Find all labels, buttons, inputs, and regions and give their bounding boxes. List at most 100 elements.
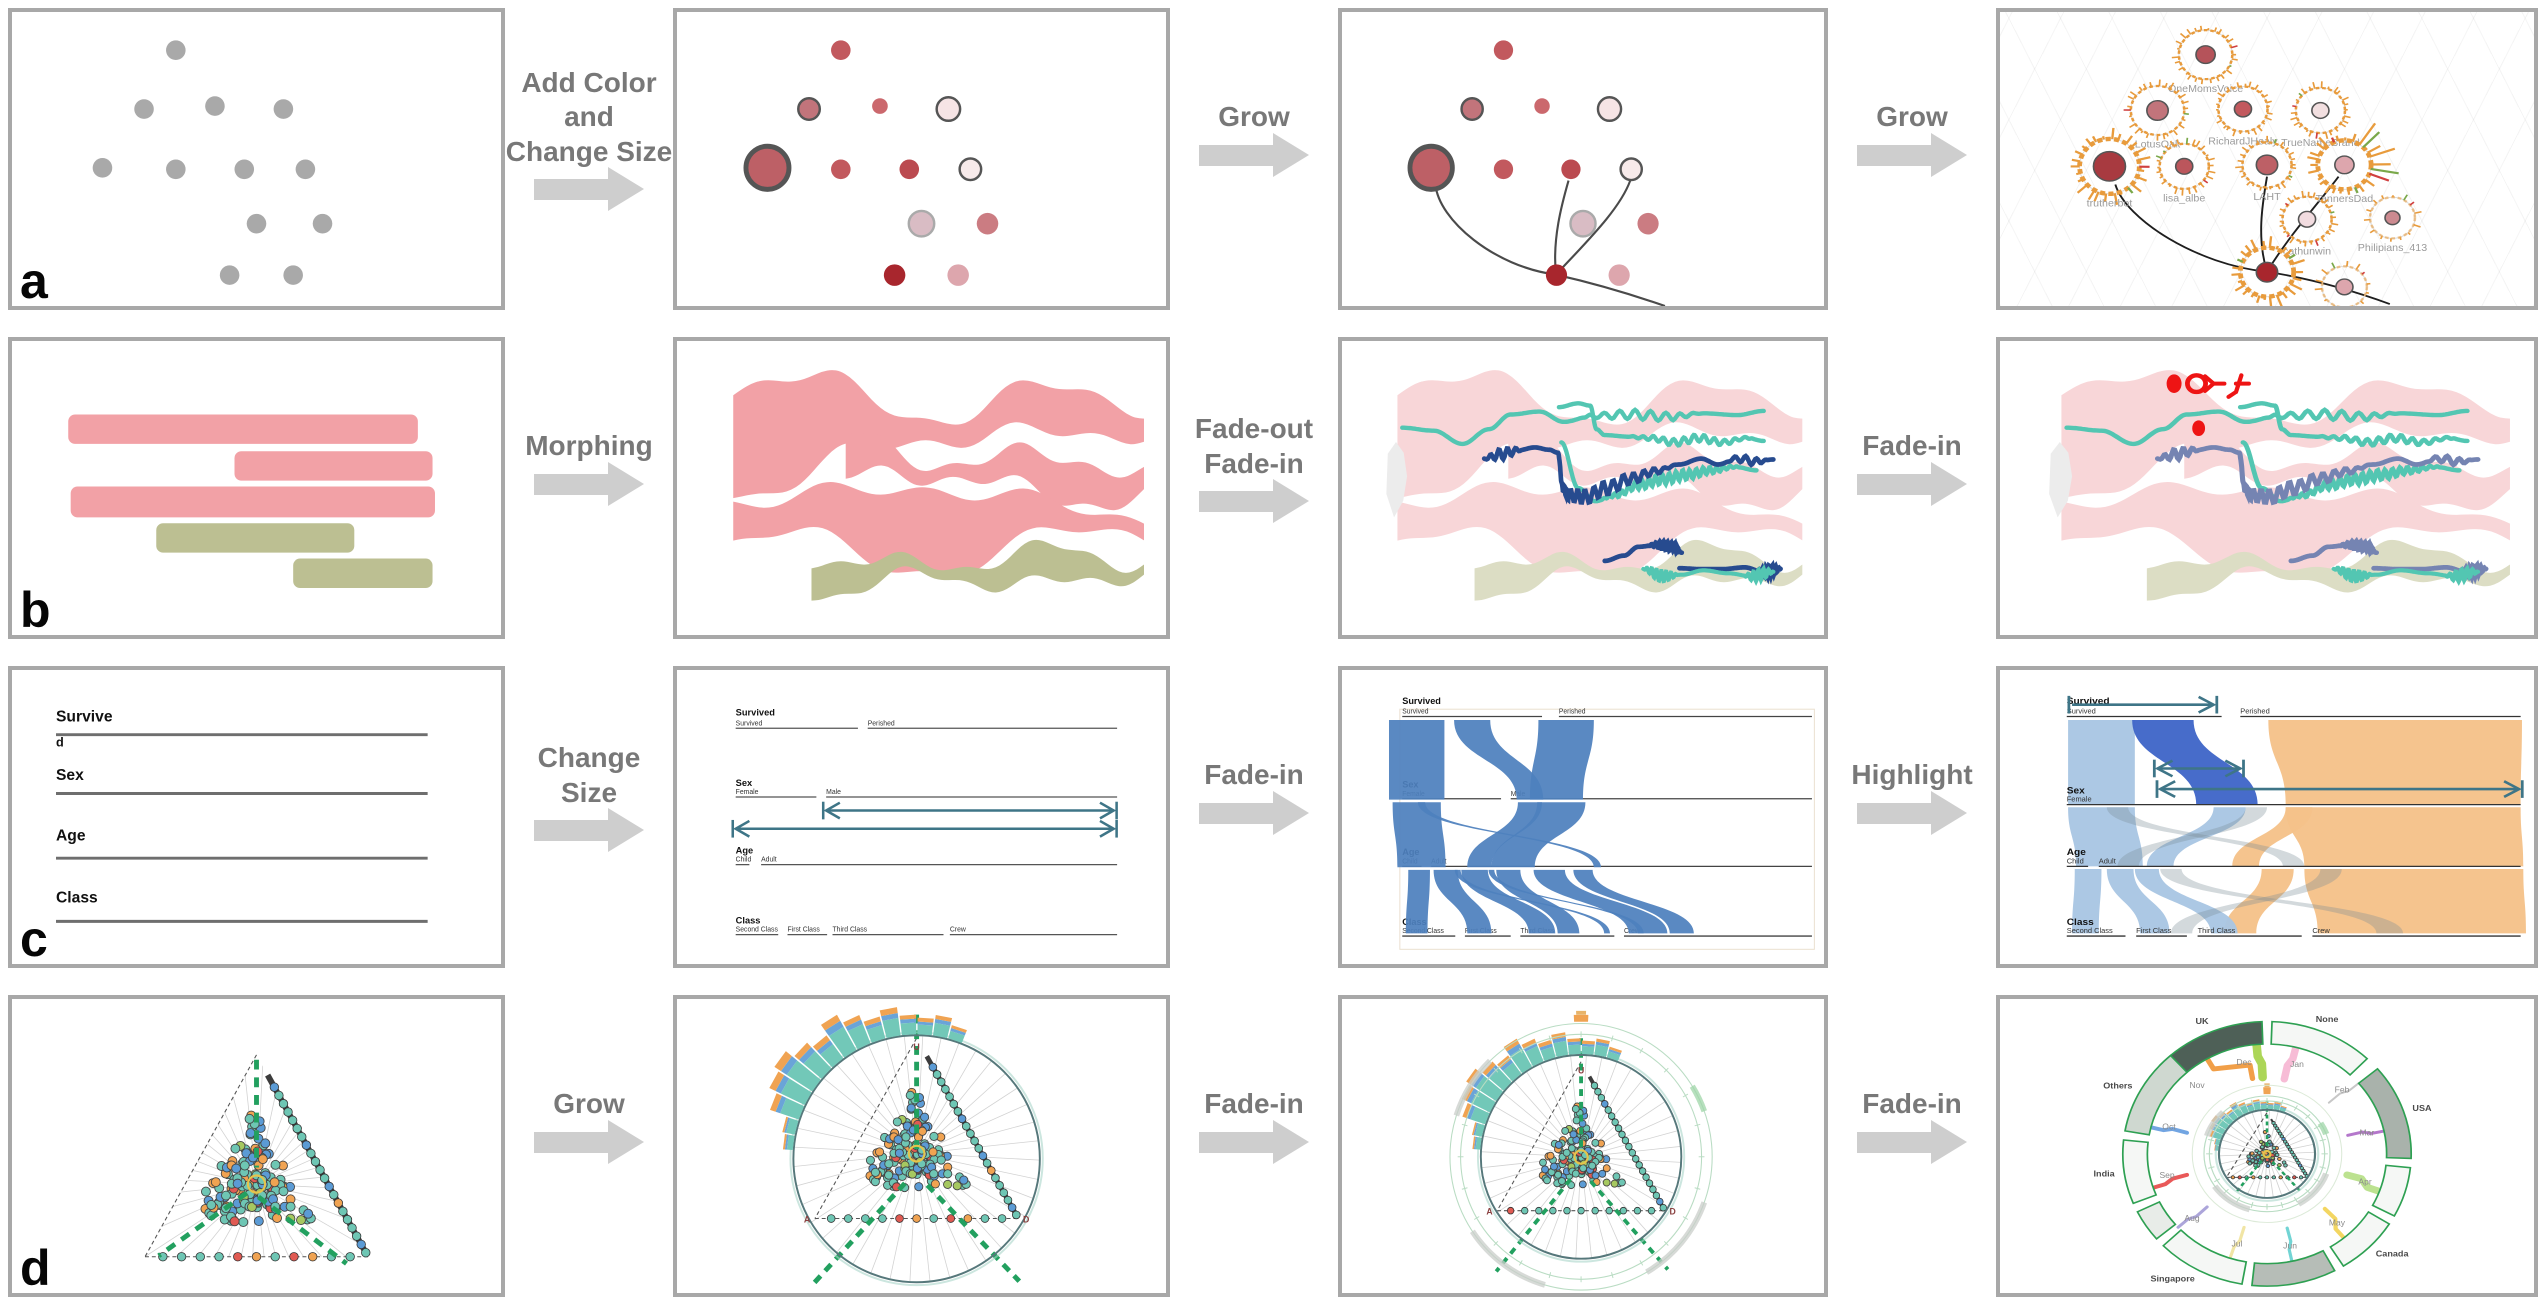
flow-ribbon — [2160, 869, 2404, 934]
scatter-dot — [1596, 96, 1623, 123]
network-node-core — [2233, 100, 2253, 118]
data-dot — [884, 1159, 894, 1169]
parallel-sets-ribbons-chart: SurvivedSurvivedPerishedSexFemaleMaleAge… — [1388, 696, 1815, 950]
arrow-right-icon — [1199, 1119, 1309, 1164]
data-dot — [1572, 1116, 1581, 1125]
graph-edge — [1554, 180, 1570, 275]
svg-text:Apr: Apr — [2358, 1178, 2372, 1187]
axis-row: Survived — [56, 708, 428, 749]
transition-c-1: Change Size — [505, 666, 673, 968]
svg-text:Perished: Perished — [868, 720, 895, 727]
svg-text:cathunwin: cathunwin — [2283, 247, 2331, 258]
data-dot — [1561, 1126, 1570, 1135]
data-dot — [244, 1113, 255, 1124]
data-dot — [928, 1147, 938, 1157]
data-dot — [245, 1128, 256, 1139]
flow-ribbon — [2072, 869, 2102, 934]
graph-edge — [1555, 273, 1666, 306]
transition-a-1: Add Color and Change Size — [505, 8, 673, 310]
scatter-dot — [1608, 264, 1630, 286]
flow-ribbon — [2146, 807, 2246, 867]
svg-text:Survived: Survived — [2067, 708, 2096, 716]
data-dot — [257, 1154, 268, 1165]
scatter-dot — [976, 212, 999, 235]
data-dot — [1562, 1148, 1571, 1157]
transition-label: Change Size — [537, 742, 641, 808]
annotation-glyphs — [2166, 373, 2251, 437]
data-dot — [1550, 1162, 1558, 1171]
panel-a-1: a — [8, 8, 505, 310]
svg-text:Age: Age — [2067, 848, 2087, 859]
data-dot — [2249, 1151, 2255, 1156]
stream-band — [733, 370, 1144, 499]
transition-a-2: Grow — [1170, 8, 1338, 310]
transition-label: Grow — [1218, 101, 1290, 133]
arrow-right-icon — [534, 1119, 644, 1164]
data-dot — [239, 1160, 250, 1171]
data-dot — [1610, 1179, 1619, 1188]
data-dot — [1554, 1170, 1562, 1179]
flow-ribbon — [1405, 869, 1430, 934]
stream-band — [1474, 539, 1803, 601]
link-elbow — [2280, 1043, 2300, 1083]
network-node: LotusOak — [2123, 79, 2189, 151]
data-dot — [901, 1132, 911, 1142]
svg-text:U: U — [913, 1042, 919, 1052]
data-dot — [253, 1216, 264, 1227]
data-dot — [1602, 1164, 1611, 1173]
hub-highlight — [907, 1144, 926, 1163]
data-dot — [2258, 1139, 2264, 1144]
data-dot — [2255, 1155, 2261, 1160]
data-dot — [907, 1169, 917, 1179]
transition-label: Highlight — [1851, 759, 1973, 791]
svg-text:Oct: Oct — [2162, 1123, 2176, 1132]
flow-ribbon — [1529, 719, 1594, 800]
data-dot — [1539, 1158, 1547, 1167]
stream-bar — [293, 558, 433, 588]
link-elbow — [2228, 1225, 2246, 1260]
svg-text:LAHT: LAHT — [2253, 193, 2281, 204]
svg-text:Mar: Mar — [2360, 1129, 2375, 1138]
highlight-arrow — [2067, 695, 2219, 714]
flow-ribbon — [1417, 802, 1602, 868]
svg-text:Nov: Nov — [2189, 1081, 2205, 1090]
link-elbow — [2176, 1205, 2209, 1229]
trend-line — [1556, 401, 1766, 448]
scatter-dot — [134, 99, 154, 119]
scatter-dot — [1545, 264, 1568, 286]
transition-d-3: Fade-in — [1828, 995, 1996, 1297]
flow-ribbon — [2132, 719, 2258, 805]
arrow-right-icon — [1857, 132, 1967, 177]
svg-text:Jan: Jan — [2290, 1060, 2304, 1069]
data-dot — [1571, 1169, 1580, 1178]
data-dot — [1571, 1104, 1580, 1113]
scatter-dot — [872, 98, 888, 114]
svg-text:Survived: Survived — [2067, 696, 2110, 707]
data-dot — [296, 1215, 306, 1226]
trend-line — [1641, 564, 1776, 587]
network-node-core — [2255, 154, 2279, 176]
highlight-arrow — [821, 801, 1118, 820]
circular-summary-chart: UKNoneUSACanadaAustraliaSingaporeIndiaOt… — [2094, 1014, 2432, 1287]
data-dot — [2257, 1150, 2262, 1155]
scatter-dot — [246, 213, 267, 234]
flow-ribbon — [1488, 869, 1644, 934]
panel-b-1: b — [8, 337, 505, 639]
data-dot — [210, 1177, 221, 1188]
network-node: Philipians_413 — [2358, 194, 2427, 254]
stream-band — [733, 482, 1144, 575]
panel-d-4: UKNoneUSACanadaAustraliaSingaporeIndiaOt… — [1996, 995, 2538, 1297]
flow-ribbon — [2068, 807, 2143, 867]
data-dot — [2277, 1163, 2282, 1168]
network-node — [2231, 236, 2305, 306]
svg-text:lisa_albe: lisa_albe — [2163, 194, 2205, 205]
data-dot — [905, 1090, 915, 1100]
arrow-right-icon — [1857, 790, 1967, 835]
scatter-dot — [273, 99, 294, 119]
scatter-dot — [1561, 159, 1581, 180]
